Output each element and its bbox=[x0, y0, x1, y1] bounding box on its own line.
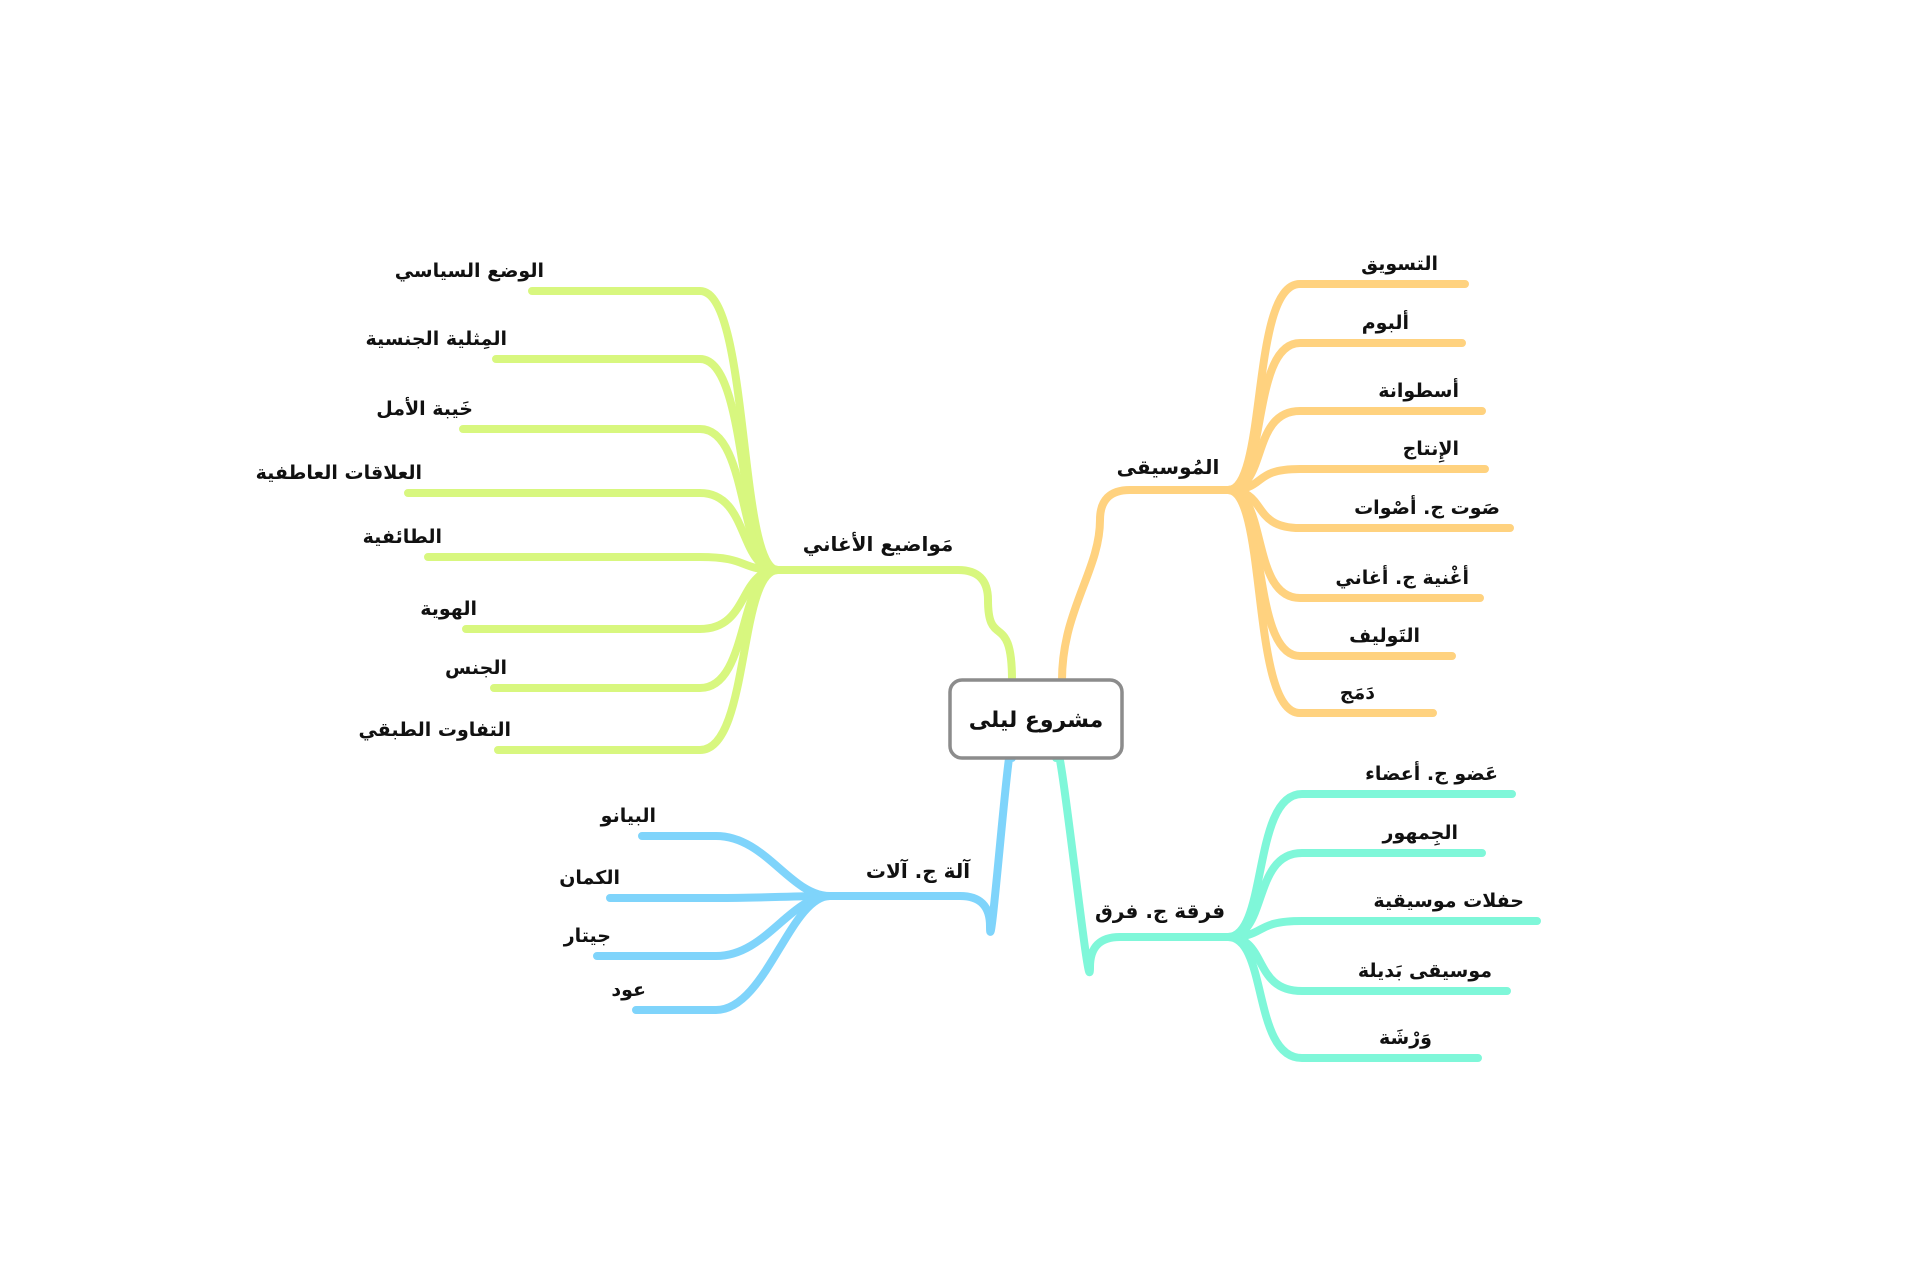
leaf-label-themes-2[interactable]: خَيبة الأمل bbox=[376, 397, 473, 420]
leaf-connector-themes-7 bbox=[494, 566, 782, 754]
leaf-label-band-0[interactable]: عَضو ج. أعضاء bbox=[1365, 761, 1498, 785]
leaf-connector-instruments-1 bbox=[606, 892, 834, 902]
leaf-label-themes-4[interactable]: الطائفية bbox=[363, 526, 442, 548]
leaf-label-instruments-2[interactable]: جيتار bbox=[563, 925, 611, 947]
leaf-label-music-3[interactable]: الإِنتاج bbox=[1403, 438, 1459, 463]
leaf-label-music-6[interactable]: التَوليف bbox=[1349, 625, 1420, 647]
leaf-label-themes-0[interactable]: الوضع السياسي bbox=[395, 260, 544, 282]
central-topic-box bbox=[948, 678, 1124, 760]
branch-connector-instruments bbox=[826, 743, 1016, 936]
leaf-label-themes-3[interactable]: العلاقات العاطفية bbox=[256, 462, 422, 484]
leaf-label-music-1[interactable]: ألبوم bbox=[1362, 310, 1409, 334]
leaf-connector-themes-2 bbox=[459, 425, 782, 574]
leaf-label-music-7[interactable]: دَمَج bbox=[1340, 682, 1375, 704]
leaf-label-music-0[interactable]: التسويق bbox=[1361, 253, 1438, 275]
leaf-connector-instruments-3 bbox=[632, 892, 834, 1014]
leaf-label-instruments-1[interactable]: الكمان bbox=[559, 867, 620, 889]
leaf-label-instruments-3[interactable]: عود bbox=[611, 979, 646, 1001]
leaf-label-themes-7[interactable]: التفاوت الطبقي bbox=[358, 719, 511, 741]
leaf-label-music-5[interactable]: أغْنية ج. أغاني bbox=[1335, 565, 1469, 589]
leaf-connector-band-2 bbox=[1224, 917, 1541, 941]
central-topic[interactable]: مشروع ليلى bbox=[948, 678, 1124, 760]
leaf-connector-music-7 bbox=[1224, 486, 1437, 717]
connectors-layer bbox=[404, 280, 1541, 1062]
leaf-label-band-4[interactable]: وَرْشَة bbox=[1379, 1027, 1432, 1049]
leaf-label-instruments-0[interactable]: البيانو bbox=[600, 805, 656, 827]
leaf-label-band-3[interactable]: موسيقى بَديلة bbox=[1358, 960, 1492, 982]
leaf-label-themes-5[interactable]: الهوية bbox=[420, 598, 477, 620]
branch-connector-band bbox=[1052, 744, 1232, 976]
leaf-label-band-2[interactable]: حفلات موسيقية bbox=[1373, 890, 1524, 912]
leaf-label-themes-6[interactable]: الجنس bbox=[445, 657, 507, 679]
branch-label-music[interactable]: المُوسيقى bbox=[1117, 455, 1220, 479]
leaf-connector-instruments-0 bbox=[638, 832, 834, 900]
branch-label-instruments[interactable]: آلة ج. آلات bbox=[866, 858, 971, 883]
leaf-connector-themes-4 bbox=[424, 553, 782, 574]
leaf-connector-music-3 bbox=[1224, 465, 1489, 494]
leaf-connector-themes-5 bbox=[462, 566, 782, 633]
leaf-connector-band-4 bbox=[1224, 933, 1482, 1062]
branch-connector-music bbox=[1058, 486, 1232, 684]
leaf-label-band-1[interactable]: الجِمهور bbox=[1382, 822, 1458, 846]
branch-label-band[interactable]: فرقة ج. فرق bbox=[1095, 899, 1225, 923]
branch-label-themes[interactable]: مَواضيع الأغاني bbox=[803, 531, 954, 557]
central-topic-label: مشروع ليلى bbox=[969, 708, 1104, 733]
labels-layer: المُوسيقى التسويق ألبوم أسطوانة الإِنتاج صَوت… bbox=[256, 253, 1524, 1049]
leaf-label-music-4[interactable]: صَوت ج. أصْوات bbox=[1354, 495, 1500, 519]
branch-connector-themes bbox=[774, 566, 1016, 684]
leaf-label-themes-1[interactable]: المِثلية الجنسية bbox=[366, 328, 508, 350]
leaf-label-music-2[interactable]: أسطوانة bbox=[1378, 378, 1459, 402]
